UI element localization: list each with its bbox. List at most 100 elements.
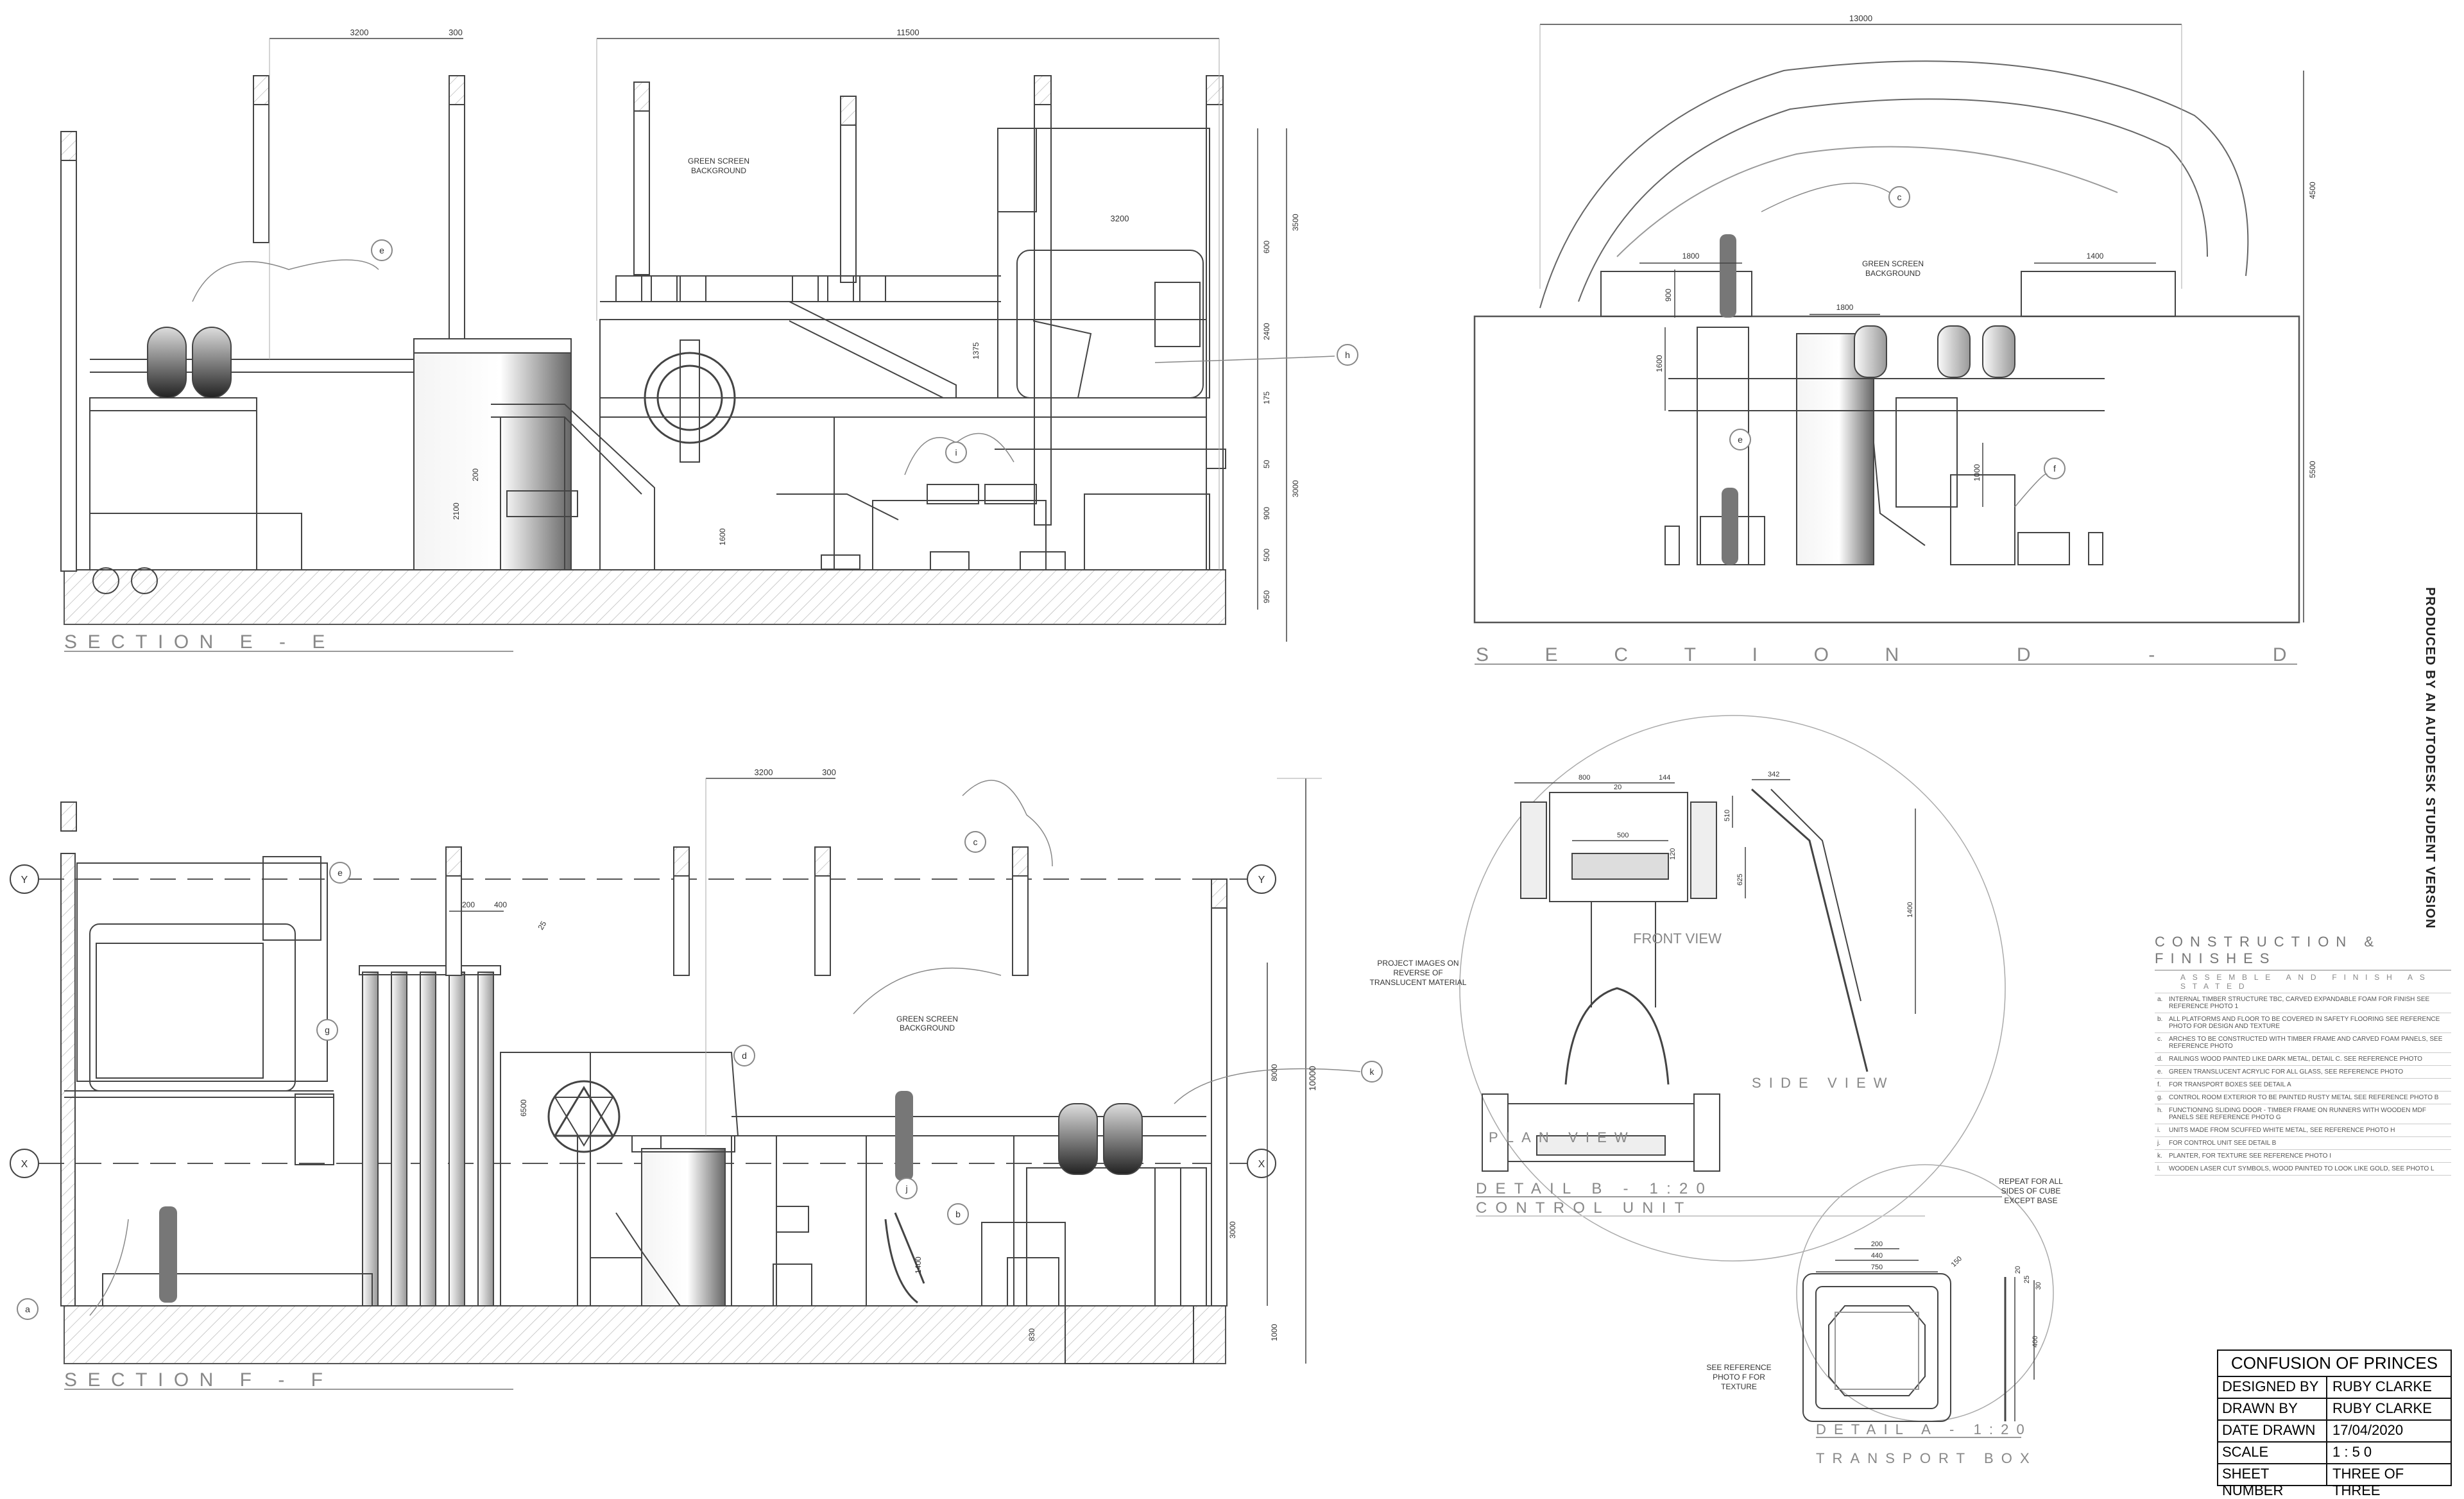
note-item: k. PLANTER, FOR TEXTURE SEE REFERENCE PHO… <box>2155 1150 2451 1163</box>
note-text: RAILINGS WOOD PAINTED LIKE DARK METAL, D… <box>2169 1056 2423 1063</box>
note-text: GREEN TRANSLUCENT ACRYLIC FOR ALL GLASS,… <box>2169 1068 2404 1075</box>
dimension-label: 25 <box>2023 1276 2031 1283</box>
dimension-label: 1000 <box>1972 464 1981 481</box>
dimension-label: 400 <box>494 900 507 909</box>
title-row: DRAWN BY RUBY CLARKE <box>2218 1399 2451 1421</box>
title-row: DESIGNED BY RUBY CLARKE <box>2218 1377 2451 1399</box>
title-row-value: 1 : 5 0 <box>2332 1444 2372 1460</box>
note-number: l. <box>2157 1165 2160 1172</box>
notes-title: CONSTRUCTION & FINISHES <box>2155 934 2451 971</box>
dimension-label: 1400 <box>1906 902 1914 918</box>
title-row: DATE DRAWN 17/04/2020 <box>2218 1421 2451 1443</box>
note-text: PLANTER, FOR TEXTURE SEE REFERENCE PHOTO… <box>2169 1152 2332 1160</box>
title-row-key: SCALE <box>2218 1443 2327 1463</box>
dimension-label: 440 <box>1871 1252 1883 1260</box>
title-row-key: SHEET NUMBER <box>2218 1464 2327 1498</box>
dimension-label: 342 <box>1768 771 1779 778</box>
ground-hatch <box>64 569 1226 625</box>
human-figure <box>1720 234 1736 318</box>
green-screen-label: BACKGROUND <box>900 1024 955 1032</box>
section-e-e <box>60 38 1358 652</box>
note-label: TEXTURE <box>1721 1382 1757 1391</box>
note-number: i. <box>2157 1127 2160 1134</box>
note-number: f. <box>2157 1081 2161 1088</box>
callout-letter: e <box>1738 434 1743 445</box>
note-item: h.FUNCTIONING SLIDING DOOR - TIMBER FRAM… <box>2155 1104 2451 1124</box>
detail-title: DETAIL B - 1:20 <box>1476 1180 1713 1197</box>
callout-letter: f <box>2053 463 2056 474</box>
dimension-label: 144 <box>1659 774 1670 782</box>
title-row-key: DESIGNED BY <box>2218 1377 2327 1398</box>
view-label: SIDE VIEW <box>1752 1075 1895 1091</box>
section-title-f: SECTION F - F <box>64 1369 334 1391</box>
callout-letter: a <box>25 1304 30 1314</box>
dimension-label: 120 <box>1669 848 1677 860</box>
dimension-label: 1600 <box>718 528 727 545</box>
dimension-label: 625 <box>1736 874 1744 886</box>
detail-subtitle: TRANSPORT BOX <box>1816 1450 2037 1466</box>
dimension-label: 4500 <box>2308 182 2317 199</box>
note-label: TRANSLUCENT MATERIAL <box>1370 978 1467 987</box>
note-item: d.RAILINGS WOOD PAINTED LIKE DARK METAL,… <box>2155 1053 2451 1066</box>
note-item: j.FOR CONTROL UNIT SEE DETAIL B <box>2155 1137 2451 1150</box>
green-screen-label: GREEN SCREEN <box>896 1015 958 1024</box>
note-number: a. <box>2157 996 2163 1003</box>
detail-b-control-unit <box>1459 715 2006 1262</box>
callout-letter: c <box>1897 192 1902 202</box>
note-item: e.GREEN TRANSLUCENT ACRYLIC FOR ALL GLAS… <box>2155 1066 2451 1079</box>
dimension-label: 1375 <box>971 342 980 359</box>
callout-letter: h <box>1345 350 1350 360</box>
dimension-label: 3200 <box>755 767 773 777</box>
note-text: INTERNAL TIMBER STRUCTURE TBC, CARVED EX… <box>2169 996 2430 1010</box>
dimension-label: 13000 <box>1849 13 1872 23</box>
dimension-label: 400 <box>2032 1336 2039 1348</box>
dimension-label: 900 <box>1664 289 1673 302</box>
detail-a-transport-box <box>1796 1164 2054 1438</box>
note-label: SEE REFERENCE <box>1706 1363 1771 1372</box>
title-row-value: RUBY CLARKE <box>2332 1400 2432 1416</box>
notes-list: a. INTERNAL TIMBER STRUCTURE TBC, CARVED … <box>2155 993 2451 1176</box>
note-label: REPEAT FOR ALL <box>1999 1177 2063 1186</box>
note-number: k. <box>2157 1152 2162 1160</box>
green-screen-label: BACKGROUND <box>691 166 746 175</box>
grid-marker: Y <box>1258 875 1265 886</box>
dimension-label: 1400 <box>914 1256 923 1274</box>
title-row-key: DRAWN BY <box>2218 1399 2327 1419</box>
note-text: ARCHES TO BE CONSTRUCTED WITH TIMBER FRA… <box>2169 1036 2443 1050</box>
dimension-label: 200 <box>1871 1240 1883 1248</box>
section-title-d: SECTION D - D <box>1476 644 2297 665</box>
dimension-label: 8000 <box>1270 1064 1279 1081</box>
human-figure <box>159 1206 177 1303</box>
view-label: FRONT VIEW <box>1633 930 1729 947</box>
dimension-label: 50 <box>1262 459 1271 468</box>
detail-subtitle: CONTROL UNIT <box>1476 1199 1693 1217</box>
callout-letter: d <box>742 1050 747 1061</box>
note-text: FOR CONTROL UNIT SEE DETAIL B <box>2169 1140 2277 1147</box>
dimension-label: 3200 <box>1111 214 1129 223</box>
dimension-label: 5500 <box>2308 461 2317 478</box>
callout-letter: g <box>325 1025 330 1035</box>
title-row: SCALE 1 : 5 0 <box>2218 1443 2451 1464</box>
dimension-label: 2100 <box>452 502 461 520</box>
dimension-label: 6500 <box>519 1099 528 1117</box>
note-label: SIDES OF CUBE <box>2001 1186 2061 1195</box>
callout-letter: b <box>955 1209 961 1219</box>
section-f-f <box>10 778 1383 1390</box>
dimension-label: 175 <box>1262 391 1271 404</box>
callout-letter: e <box>338 868 343 878</box>
note-text: UNITS MADE FROM SCUFFED WHITE METAL, SEE… <box>2169 1127 2395 1134</box>
construction-notes: CONSTRUCTION & FINISHES ASSEMBLE AND FIN… <box>2155 934 2451 1176</box>
note-item: l.WOODEN LASER CUT SYMBOLS, WOOD PAINTED… <box>2155 1163 2451 1176</box>
title-block: CONFUSION OF PRINCES DESIGNED BY RUBY CL… <box>2217 1349 2452 1498</box>
dimension-label: 500 <box>1262 549 1271 561</box>
dimension-label: 20 <box>2014 1266 2022 1274</box>
dimension-label: 30 <box>2035 1282 2042 1290</box>
note-item: c.ARCHES TO BE CONSTRUCTED WITH TIMBER F… <box>2155 1033 2451 1053</box>
note-item: b.ALL PLATFORMS AND FLOOR TO BE COVERED … <box>2155 1013 2451 1033</box>
grid-marker: X <box>21 1159 28 1170</box>
dimension-label: 200 <box>462 900 475 909</box>
note-item: a. INTERNAL TIMBER STRUCTURE TBC, CARVED … <box>2155 993 2451 1013</box>
human-figure <box>895 1091 913 1181</box>
section-title-e: SECTION E - E <box>64 631 336 653</box>
dimension-label: 3000 <box>1228 1221 1237 1238</box>
